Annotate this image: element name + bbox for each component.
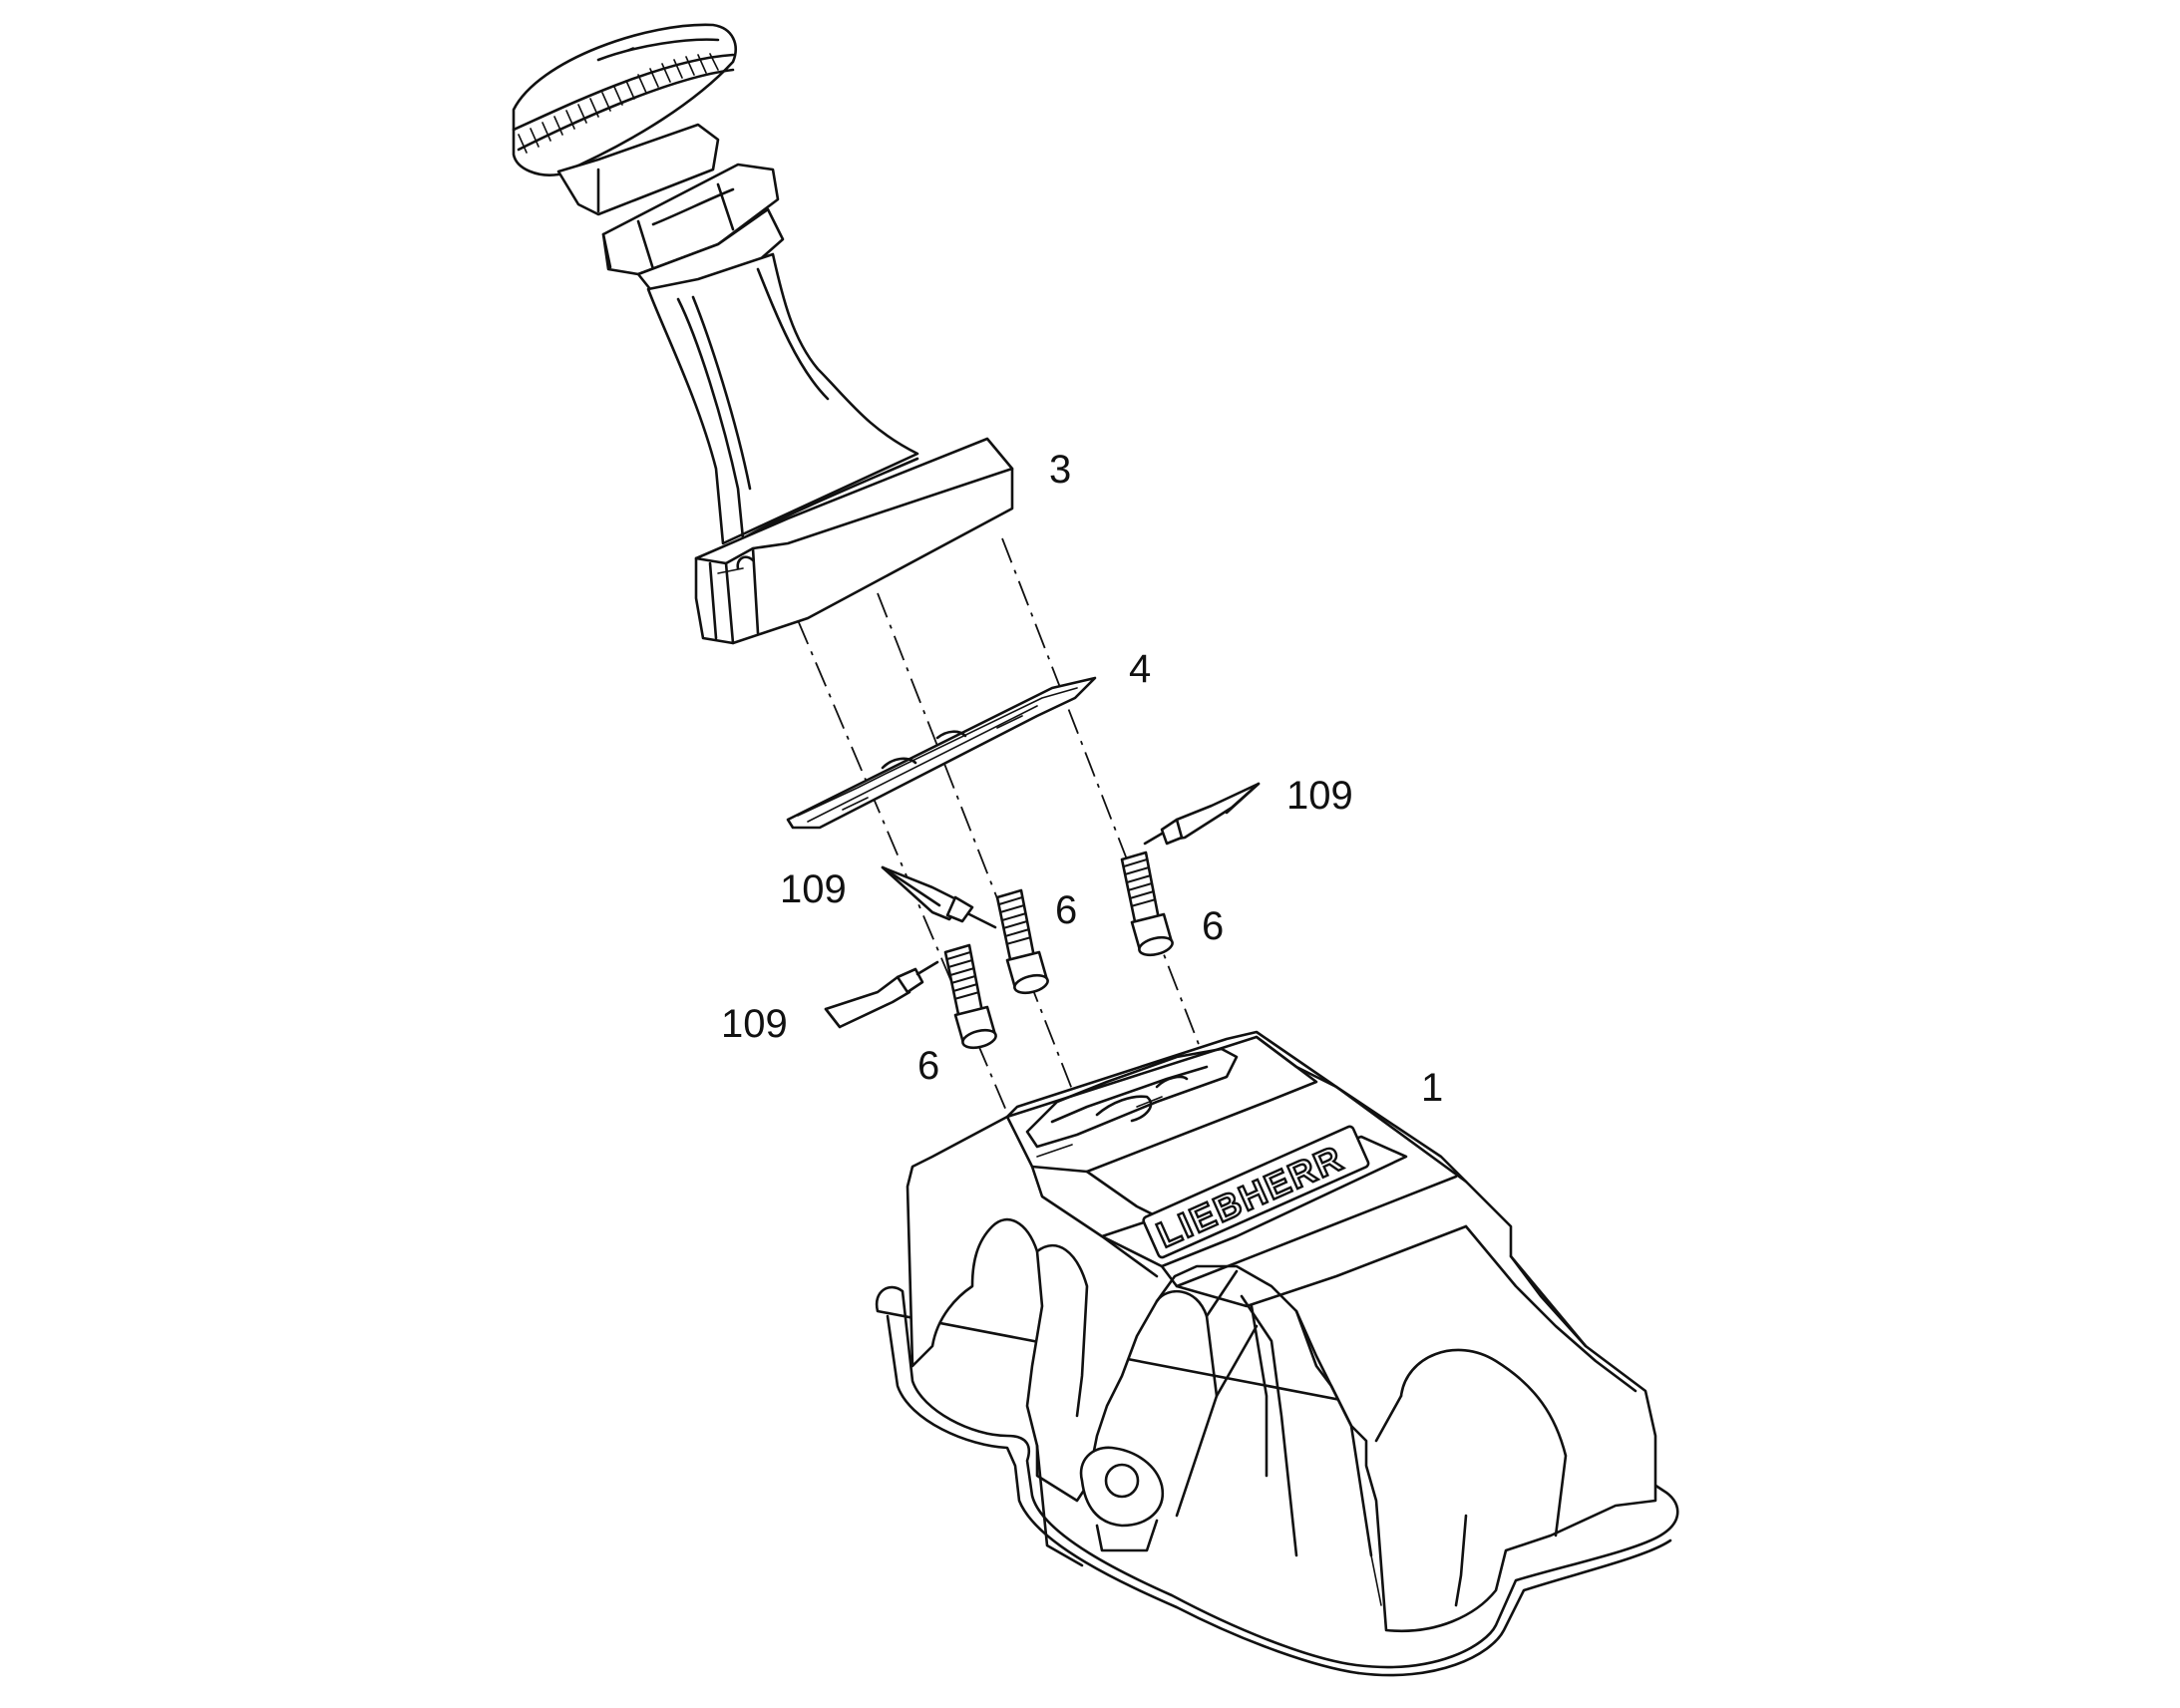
callout-labels: 1 3 4 6 6 6 109 109 109 (721, 448, 1443, 1110)
knurl-pattern (518, 53, 719, 154)
callout-3: 3 (1049, 448, 1071, 492)
screw-b (995, 888, 1049, 995)
oil-filler-neck-icon (512, 23, 1014, 645)
gasket-icon (786, 676, 1097, 830)
screw-c (1120, 851, 1174, 957)
screw-a (943, 943, 997, 1050)
callout-109-left: 109 (721, 1002, 788, 1046)
sealant-tube-a (1143, 782, 1261, 846)
callout-6-left: 6 (917, 1044, 939, 1088)
callout-109-right: 109 (1286, 774, 1353, 818)
callout-109-middle: 109 (780, 867, 847, 911)
callout-6-middle: 6 (1055, 888, 1077, 932)
sealant-tube-b (881, 865, 997, 929)
socket-head-screw-icon (943, 851, 1174, 1050)
sealant-tube-c (824, 960, 939, 1029)
mounting-boss (1079, 1446, 1165, 1552)
sealant-tube-icon (824, 782, 1261, 1029)
callout-4: 4 (1129, 647, 1151, 691)
valve-cover-icon: LIEBHERR (875, 1030, 1679, 1677)
callout-6-right: 6 (1202, 904, 1224, 948)
callout-1: 1 (1421, 1066, 1443, 1110)
